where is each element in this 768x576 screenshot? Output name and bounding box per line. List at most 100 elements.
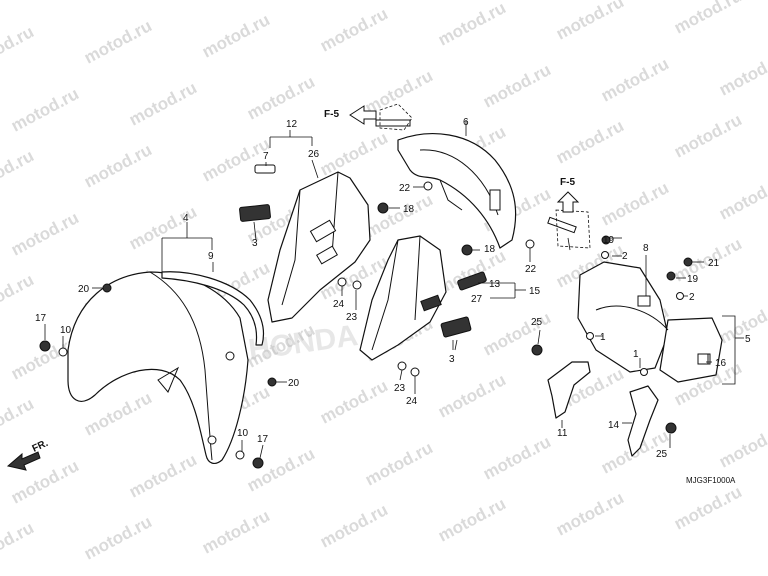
watermark-text: motod.ru — [553, 116, 627, 167]
leader-lines — [44, 120, 744, 459]
callout-23: 23 — [394, 383, 406, 394]
callout-17: 17 — [35, 313, 47, 324]
callout-25: 25 — [531, 317, 543, 328]
reflector-7[interactable] — [254, 164, 276, 174]
bracket-11[interactable] — [547, 361, 591, 419]
watermark-text: motod.ru — [0, 146, 37, 197]
watermark-text: motod.ru — [716, 48, 768, 99]
callout-6: 6 — [463, 117, 469, 128]
watermark-text: motod.ru — [81, 16, 155, 67]
callout-3: 3 — [252, 238, 258, 249]
callout-19: 19 — [687, 274, 699, 285]
callout-11: 11 — [557, 428, 568, 439]
callout-22: 22 — [525, 264, 537, 275]
left-fork-cover[interactable] — [267, 171, 371, 323]
watermark-text: motod.ru — [199, 10, 273, 61]
watermark-text: motod.ru — [716, 296, 768, 347]
ref-arrow-1 — [349, 105, 377, 125]
callout-24: 24 — [333, 299, 345, 310]
watermark-text: motod.ru — [317, 128, 391, 179]
watermark-text: motod.ru — [126, 202, 200, 253]
watermark-text: motod.ru — [362, 190, 436, 241]
watermark-text: motod.ru — [244, 72, 318, 123]
watermark-text: motod.ru — [8, 208, 82, 259]
ref-arrow-2 — [556, 191, 580, 213]
reflector-3-left[interactable] — [239, 204, 271, 222]
rear-carrier-assembly[interactable] — [577, 261, 723, 383]
watermark-text: motod.ru — [0, 22, 37, 73]
callout-8: 8 — [643, 243, 649, 254]
watermark-text: motod.ru — [317, 500, 391, 551]
reflector-3-right[interactable] — [440, 316, 472, 338]
callout-1: 1 — [600, 332, 606, 343]
watermark-text: motod.ru — [553, 488, 627, 539]
reference-label-1: F-5 — [324, 109, 339, 120]
watermark-text: motod.ru — [671, 110, 745, 161]
callout-18: 18 — [403, 204, 415, 215]
callout-13: 13 — [489, 279, 501, 290]
watermark-text: motod.ru — [8, 84, 82, 135]
callout-20: 20 — [78, 284, 90, 295]
watermark-text: motod.ru — [0, 518, 37, 569]
rear-inner-fender[interactable] — [397, 133, 517, 249]
callout-19: 19 — [603, 235, 615, 246]
fender-stay[interactable] — [161, 271, 265, 346]
watermark-text: motod.ru — [598, 54, 672, 105]
watermark-text: motod.ru — [480, 60, 554, 111]
diagram-code: MJG3F1000A — [686, 476, 736, 485]
watermark-text: motod.ru — [553, 0, 627, 44]
callout-27: 27 — [471, 294, 483, 305]
watermark-text: motod.ru — [199, 506, 273, 557]
watermark-text: motod.ru — [126, 450, 200, 501]
watermark-text: motod.ru — [317, 376, 391, 427]
watermark-text: motod.ru — [81, 140, 155, 191]
watermark-text: motod.ru — [81, 512, 155, 563]
callout-25: 25 — [656, 449, 668, 460]
watermark-text: motod.ru — [598, 178, 672, 229]
watermark-text: motod.ru — [435, 0, 509, 50]
callout-17: 17 — [257, 434, 269, 445]
watermark-text: motod.ru — [671, 482, 745, 533]
callout-1: 1 — [633, 349, 639, 360]
watermark-text: motod.ru — [0, 394, 37, 445]
callout-14: 14 — [608, 420, 620, 431]
front-fender[interactable] — [67, 271, 249, 465]
callout-21: 21 — [708, 258, 720, 269]
watermark-text: motod.ru — [716, 172, 768, 223]
bracket-14[interactable] — [627, 385, 659, 457]
callout-4: 4 — [183, 213, 189, 224]
watermark-text: motod.ru — [362, 438, 436, 489]
watermark-text: motod.ru — [0, 270, 37, 321]
front-direction-label: FR. — [31, 438, 50, 455]
callout-12: 12 — [286, 119, 298, 130]
watermark-text: motod.ru — [671, 0, 745, 38]
callout-5: 5 — [745, 334, 751, 345]
watermark-text: motod.ru — [362, 66, 436, 117]
hardware-group — [39, 119, 709, 469]
reference-dashes — [379, 103, 591, 249]
callout-26: 26 — [308, 149, 320, 160]
watermark-text: motod.ru — [126, 78, 200, 129]
callout-2: 2 — [622, 251, 628, 262]
front-direction-arrow-icon — [6, 451, 41, 471]
watermark-text: motod.ru — [480, 432, 554, 483]
watermark-text: motod.ru — [244, 444, 318, 495]
callout-7: 7 — [263, 151, 269, 162]
callout-24: 24 — [406, 396, 418, 407]
callout-2: 2 — [689, 292, 695, 303]
watermark-text: motod.ru — [317, 4, 391, 55]
callout-22: 22 — [399, 183, 411, 194]
callout-9: 9 — [208, 251, 214, 262]
callout-20: 20 — [288, 378, 300, 389]
right-fork-cover[interactable] — [359, 235, 447, 361]
watermark-text: motod.ru — [480, 308, 554, 359]
reflector-13[interactable] — [457, 271, 487, 291]
reference-label-2: F-5 — [560, 177, 575, 188]
callout-10: 10 — [60, 325, 72, 336]
watermark-text: motod.ru — [716, 420, 768, 471]
callout-18: 18 — [484, 244, 496, 255]
callout-16: 16 — [715, 358, 727, 369]
callout-3: 3 — [449, 354, 455, 365]
